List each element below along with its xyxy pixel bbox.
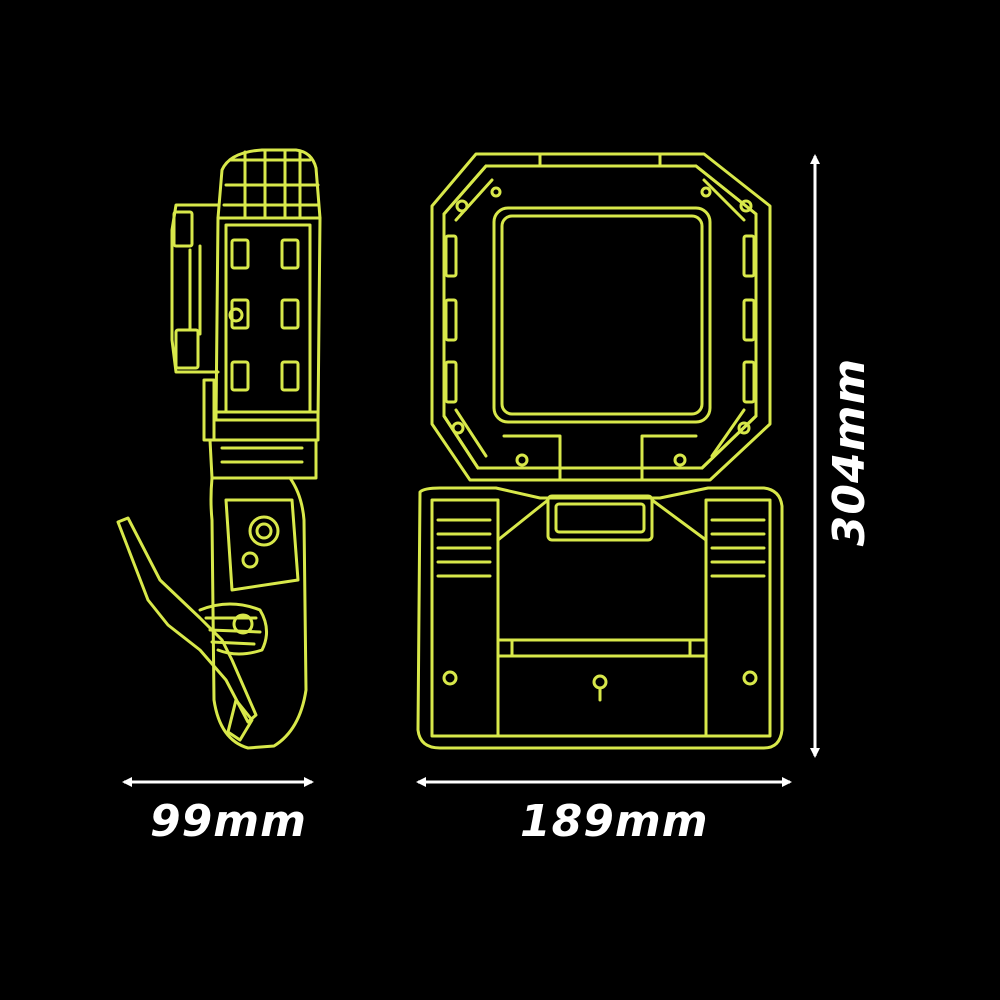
front-view-outline [416,152,784,750]
side-depth-label: 99mm [150,796,307,847]
front-width-label: 189mm [520,796,709,847]
side-view-outline [116,148,322,750]
height-label: 304mm [824,357,875,547]
